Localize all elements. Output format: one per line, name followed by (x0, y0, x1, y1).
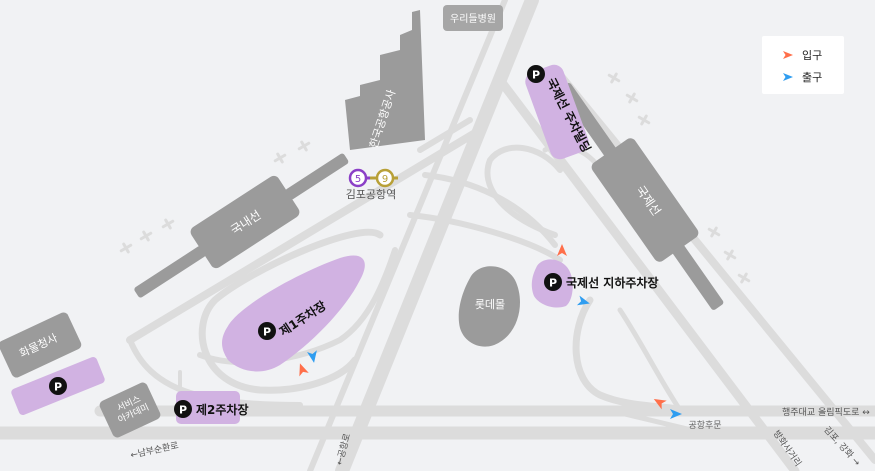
parking2-label: 제2주차장 (196, 402, 249, 417)
road-loop-left (198, 228, 384, 394)
lotte-mall-building (458, 266, 520, 347)
parking-intl-building (525, 64, 589, 160)
p-symbol: P (549, 277, 557, 290)
legend-entrance-label: 입구 (802, 49, 823, 62)
haengju-road-label: 행주대교 올림픽도로 ↔ (782, 406, 870, 418)
airplane-icon (139, 230, 153, 242)
p-symbol: P (179, 404, 187, 417)
parking-icons: P P P P P (49, 65, 562, 418)
parking-p-icon: P (527, 65, 545, 83)
airplane-icon (737, 272, 751, 284)
domestic-terminal (134, 153, 349, 298)
airplane-icon (637, 114, 651, 126)
entrance-arrow-icon (299, 363, 309, 377)
p-symbol: P (263, 326, 271, 339)
airplane-icon (161, 218, 175, 230)
airport-rear-label: 공항후문 (688, 420, 721, 431)
nambu-road-label: ←남부순환로 (129, 439, 179, 461)
lotte-mall-label: 롯데몰 (475, 298, 505, 311)
entrance-arrow-icon (783, 51, 793, 59)
academy-building (99, 382, 161, 438)
legend-exit: 출구 (782, 69, 822, 85)
road-connector-1 (597, 405, 703, 435)
road-center-curve (407, 212, 563, 263)
cargo-building (0, 312, 82, 378)
exit-arrow-icon (783, 73, 793, 81)
entrance-arrows (299, 244, 667, 410)
road-right-diag-2 (556, 71, 875, 464)
subway-station: 5 9 김포공항역 (346, 168, 398, 201)
p-symbol: P (532, 69, 540, 82)
airplane-icon (273, 152, 287, 164)
road-lower-right-loop-2 (617, 307, 683, 413)
exit-arrow-icon (576, 295, 590, 306)
intl-underground-parking-label: 국제선 지하주차장 (566, 275, 659, 290)
airplane-icon (297, 140, 311, 152)
korea-airports-building (345, 10, 425, 150)
map-legend: 입구 출구 (762, 36, 844, 94)
road-station-diag (126, 126, 484, 344)
parking-lot-1 (222, 255, 365, 372)
road-upper-loop (484, 144, 563, 238)
parking-p-icon: P (49, 377, 67, 395)
road-station-diag-2 (417, 117, 473, 153)
hospital-label: 우리들병원 (450, 13, 496, 25)
airplane-icon (119, 242, 133, 254)
buildings (0, 5, 724, 438)
hospital-building (443, 5, 503, 31)
entrance-arrow-icon (557, 244, 567, 256)
airplane-icon (707, 226, 721, 238)
parking-p-icon: P (258, 322, 276, 340)
airplane-icon (607, 72, 621, 84)
p-symbol: P (54, 381, 62, 394)
legend-entrance: 입구 (782, 47, 822, 63)
road-lower-right-loop (572, 296, 694, 415)
airplane-icon (723, 249, 737, 261)
airplane-icon (625, 92, 639, 104)
legend-exit-label: 출구 (802, 71, 823, 84)
exit-arrow-icon (307, 350, 317, 363)
line5-number: 5 (355, 174, 361, 185)
line9-number: 9 (382, 174, 388, 185)
exit-arrows (307, 295, 682, 419)
line5-badge (348, 168, 368, 188)
parking-lot-2 (176, 391, 240, 424)
road-airport-main-2 (307, 0, 508, 471)
airplane-icons (119, 72, 751, 284)
gimpo-station-label: 김포공항역 (346, 188, 397, 201)
exit-arrow-icon (670, 409, 682, 419)
line9-badge (375, 168, 395, 188)
parking-p-icon: P (174, 400, 192, 418)
parking-p-icon: P (544, 273, 562, 291)
entrance-arrow-icon (653, 399, 667, 410)
